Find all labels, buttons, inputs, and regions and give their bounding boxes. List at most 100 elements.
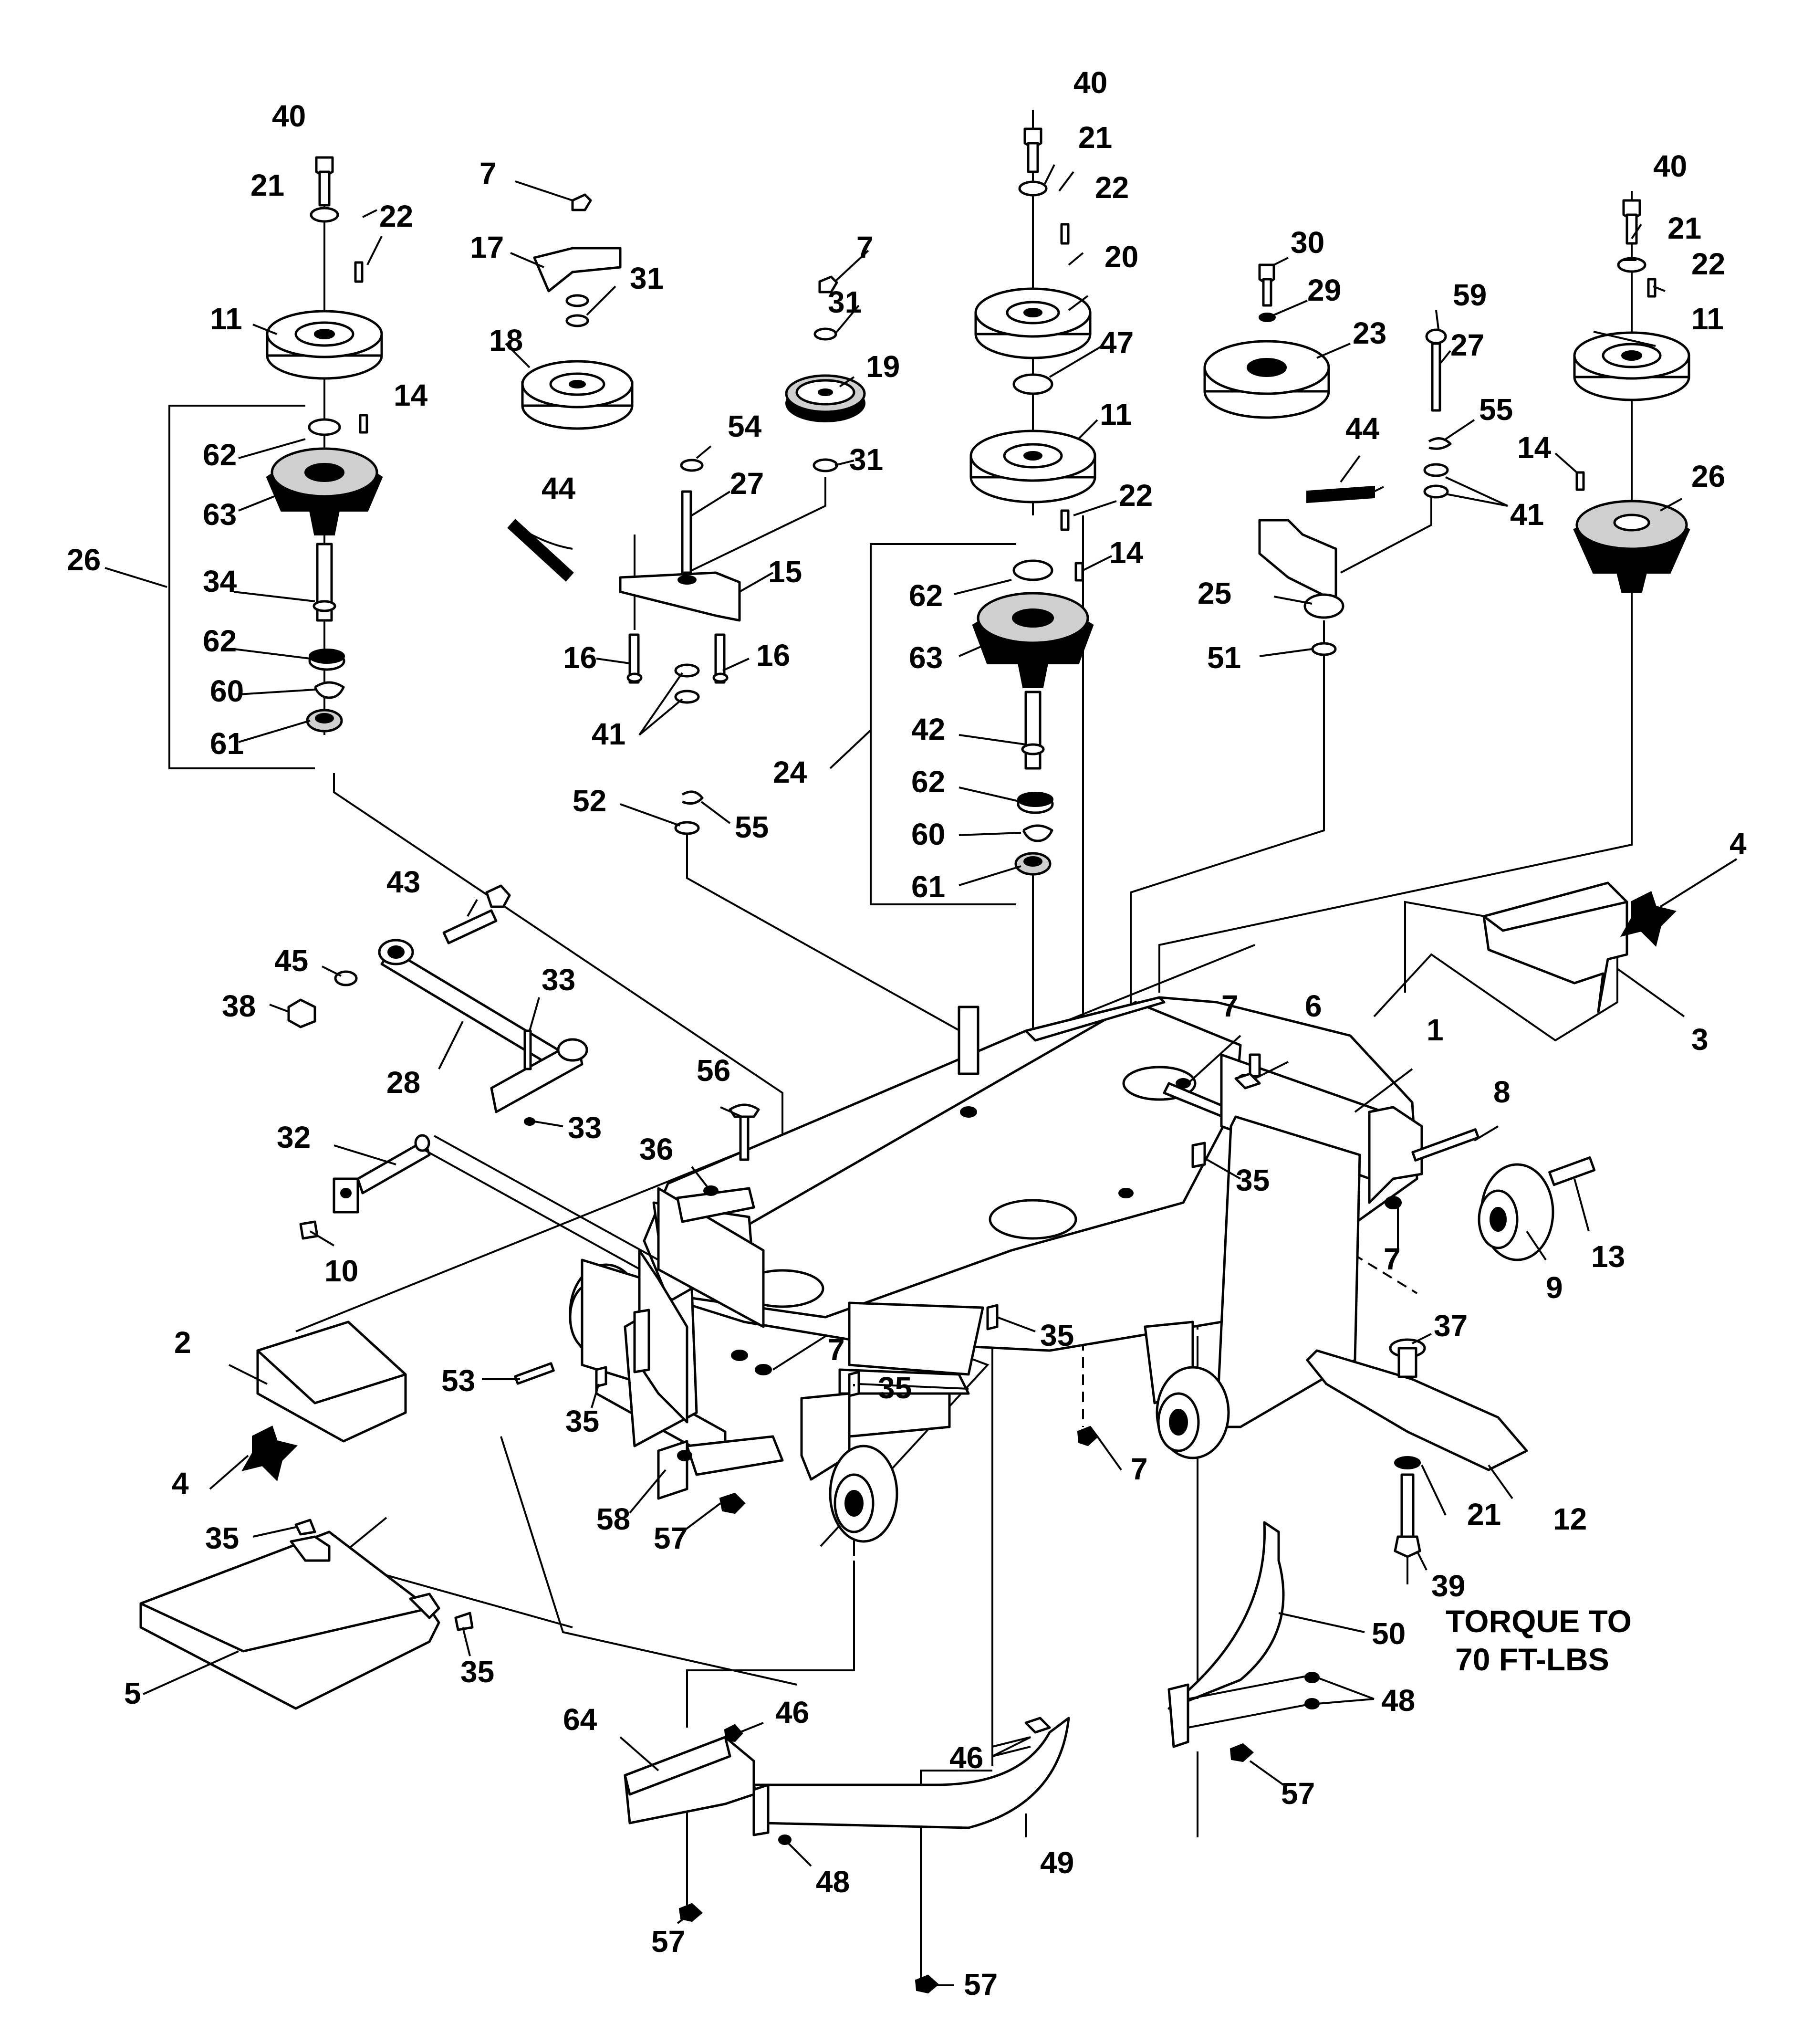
nut-57-bracket xyxy=(719,1492,746,1514)
idler-pulley-18 xyxy=(521,360,634,430)
washer-29 xyxy=(1259,313,1276,322)
callout-32: 32 xyxy=(277,1120,311,1154)
cap-54 xyxy=(680,459,704,472)
callout-62-center-upper: 62 xyxy=(909,578,943,613)
callout-60-center: 60 xyxy=(911,817,945,851)
callout-33-lower: 33 xyxy=(568,1111,602,1145)
shield-5-group xyxy=(139,1519,474,1710)
callout-62-left-upper: 62 xyxy=(203,438,237,472)
callout-45: 45 xyxy=(274,943,308,978)
idler-19-group xyxy=(785,275,866,472)
callout-62-left-lower: 62 xyxy=(203,624,237,658)
callout-42: 42 xyxy=(911,712,945,746)
callout-7-idler19: 7 xyxy=(856,230,874,264)
callout-40-center: 40 xyxy=(1073,65,1107,100)
callout-7-wheel-bracket: 7 xyxy=(1384,1242,1401,1276)
callout-46-plate: 46 xyxy=(775,1695,809,1730)
callout-54: 54 xyxy=(728,409,762,443)
washer-21-left xyxy=(310,207,339,223)
rear-wheel-group xyxy=(1368,1106,1596,1261)
callout-40-left: 40 xyxy=(272,99,306,133)
spindle-housing-63-left xyxy=(266,447,383,535)
blade-group xyxy=(1306,1338,1528,1558)
fender-50-group xyxy=(1167,1521,1320,1762)
spacer-47 xyxy=(1012,373,1053,395)
bolt-35-shield-top xyxy=(294,1519,316,1536)
bolt-14-left xyxy=(359,414,368,434)
callout-47: 47 xyxy=(1100,325,1134,360)
washer-52 xyxy=(674,821,700,835)
snap-ring-60-center xyxy=(1022,824,1053,842)
callout-14-left: 14 xyxy=(394,378,428,412)
idler-arm-15-group xyxy=(507,459,741,835)
wheel-9 xyxy=(1478,1163,1554,1261)
callout-35-chute: 35 xyxy=(565,1404,599,1438)
callout-11-left: 11 xyxy=(210,302,242,336)
callout-31-idler19-upper: 31 xyxy=(828,285,862,319)
callout-57-fender50: 57 xyxy=(1281,1776,1315,1811)
bearing-62-upper-center xyxy=(1012,559,1053,581)
cap-59 xyxy=(1425,328,1447,345)
callout-15: 15 xyxy=(768,555,802,589)
callout-14-center: 14 xyxy=(1109,535,1144,570)
wheel-bracket-right xyxy=(1368,1106,1423,1204)
callout-35-deck-center: 35 xyxy=(1040,1318,1074,1352)
callout-39: 39 xyxy=(1431,1569,1465,1603)
callout-35-shield-right: 35 xyxy=(460,1655,494,1689)
right-spindle-group xyxy=(1573,199,1690,593)
seal-61-center xyxy=(1014,852,1052,876)
callout-4-right: 4 xyxy=(1730,827,1747,861)
clip-55-right xyxy=(1428,437,1452,450)
caster-wheel-center xyxy=(800,1392,898,1543)
pin-33-lower xyxy=(524,1117,535,1126)
blade-12 xyxy=(1306,1349,1528,1471)
bolt-35-shield-right xyxy=(454,1612,474,1631)
callout-17: 17 xyxy=(470,230,504,264)
callout-62-center-lower: 62 xyxy=(911,765,945,799)
callout-63-center: 63 xyxy=(909,640,943,675)
leader-lines xyxy=(104,164,1738,1986)
rod-32 xyxy=(356,1139,431,1195)
pulley-11-left xyxy=(266,310,383,380)
bolt-14-right xyxy=(1575,471,1585,491)
callout-22-right: 22 xyxy=(1691,247,1725,281)
callout-16-right: 16 xyxy=(756,638,790,672)
callout-55-right: 55 xyxy=(1479,392,1513,427)
bolt-8 xyxy=(1411,1128,1480,1162)
torque-note-line2: 70 FT-LBS xyxy=(1455,1642,1609,1677)
callout-57-bottom: 57 xyxy=(964,1967,998,2002)
spindle-assembly-26-right xyxy=(1573,500,1690,593)
callout-1: 1 xyxy=(1427,1013,1444,1047)
callout-48-left: 48 xyxy=(816,1865,850,1899)
belt-cover-group-right xyxy=(1482,881,1677,1013)
spring-44-right xyxy=(1306,485,1375,503)
callout-6: 6 xyxy=(1305,989,1322,1023)
callout-22-center-upper: 22 xyxy=(1095,170,1129,205)
callout-57-lower-left: 57 xyxy=(651,1924,685,1959)
callout-38: 38 xyxy=(222,989,256,1023)
callout-26-right: 26 xyxy=(1691,459,1725,493)
bracket-58 xyxy=(657,1440,688,1500)
callout-49: 49 xyxy=(1040,1845,1074,1880)
callout-56: 56 xyxy=(697,1053,730,1088)
callout-7-deck-upper: 7 xyxy=(1221,989,1239,1023)
bolt-43 xyxy=(442,909,498,944)
nut-7-deck-bottom xyxy=(1077,1426,1099,1447)
belt-cover-group-left xyxy=(241,1321,407,1481)
callout-27-left: 27 xyxy=(730,466,764,501)
fender-50 xyxy=(1167,1521,1285,1710)
callout-7-deck-left: 7 xyxy=(828,1332,845,1367)
callout-11-center: 11 xyxy=(1100,397,1132,431)
nut-57-fender50 xyxy=(1230,1743,1254,1762)
callout-21-center: 21 xyxy=(1078,120,1112,155)
washer-21-blade xyxy=(1394,1456,1421,1469)
callout-36: 36 xyxy=(639,1132,673,1166)
callout-35-deck-right: 35 xyxy=(1236,1163,1270,1197)
pulley-11-right xyxy=(1573,331,1690,401)
nut-57-bottom xyxy=(915,1974,939,1994)
shaft-42 xyxy=(1024,691,1042,770)
callout-43: 43 xyxy=(386,865,420,899)
discharge-chute-left xyxy=(514,1249,688,1424)
idler-arm-15 xyxy=(619,571,741,622)
callout-41-right: 41 xyxy=(1510,497,1544,532)
